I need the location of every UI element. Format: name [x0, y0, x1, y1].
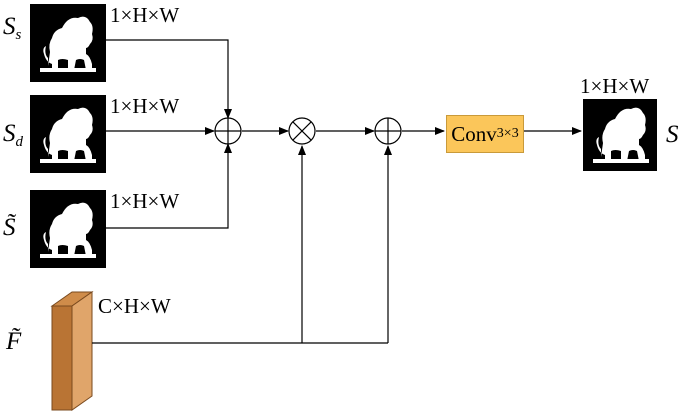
add-icon [374, 117, 402, 145]
mask-image-output [583, 99, 657, 171]
feature-label: F̃ [6, 328, 22, 355]
dims-label-stilde: 1×H×W [110, 189, 180, 213]
dims-label-feature: C×H×W [98, 294, 171, 318]
input-label-stilde: S̃ [3, 214, 16, 241]
dims-label-sd: 1×H×W [110, 94, 180, 118]
conv-kernel-size: 3×3 [496, 126, 519, 141]
input-label-sd: Sd [3, 120, 23, 150]
mask-image-ss [30, 4, 106, 82]
mask-image-stilde [30, 190, 106, 268]
output-label: S [666, 121, 679, 148]
dims-label-output: 1×H×W [580, 74, 650, 98]
conv-label: Conv [451, 121, 497, 146]
mask-image-sd [30, 95, 106, 173]
connectors [92, 39, 582, 344]
add-icon [214, 117, 242, 145]
multiply-icon [288, 117, 316, 145]
dims-label-ss: 1×H×W [110, 3, 180, 27]
feature-block [50, 291, 94, 411]
input-label-ss: Ss [3, 13, 22, 43]
